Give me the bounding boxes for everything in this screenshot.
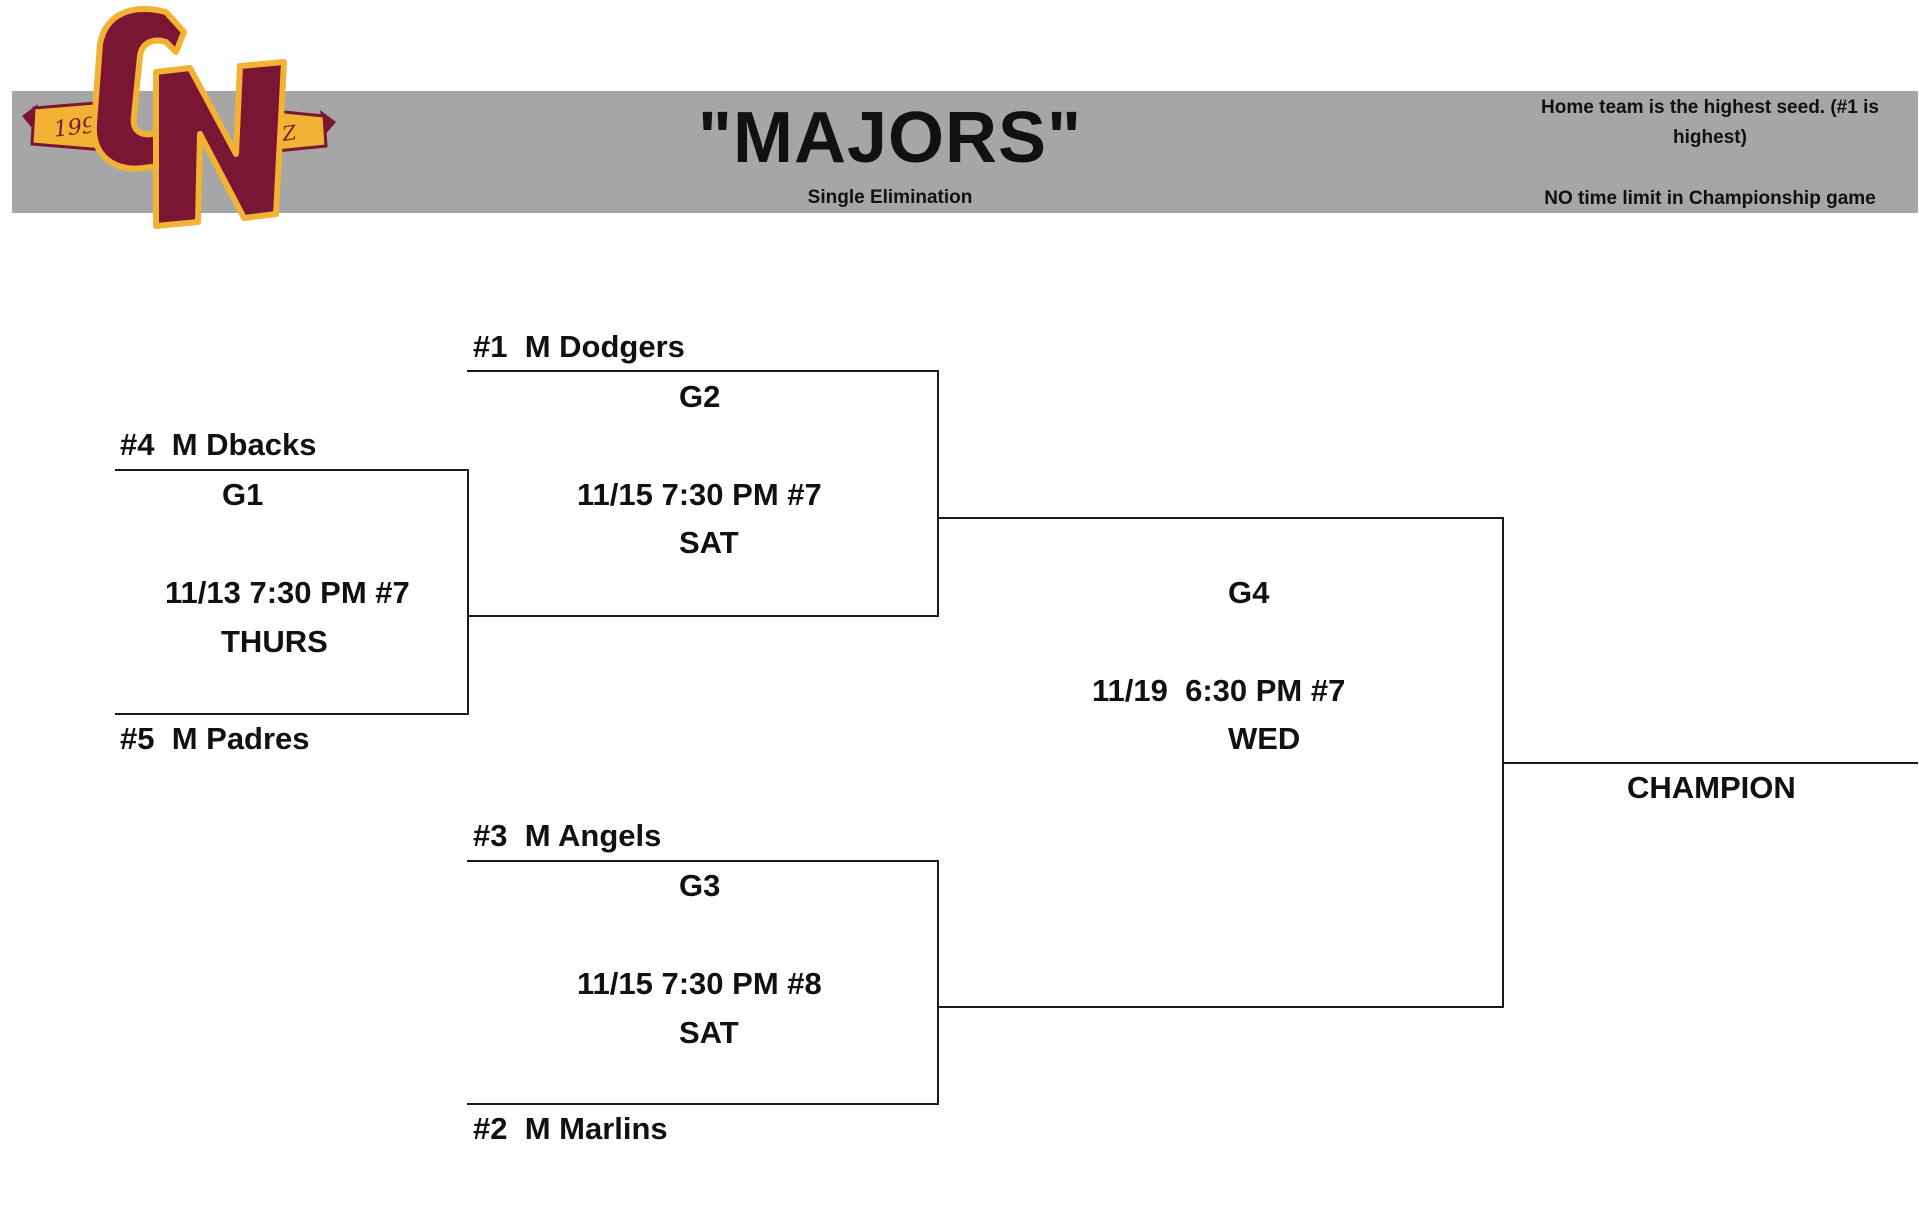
g3-vertical-line <box>937 860 939 1105</box>
g4-day: WED <box>1228 721 1301 756</box>
team-dbacks: #4 M Dbacks <box>120 427 317 462</box>
g2-label: G2 <box>679 379 721 414</box>
g3-bottom-line <box>467 1103 939 1105</box>
team-marlins: #2 M Marlins <box>473 1111 668 1146</box>
header-band <box>12 91 1918 213</box>
g2-bottom-line <box>467 615 939 617</box>
g1-top-line <box>115 469 469 471</box>
g2-top-line <box>467 370 939 372</box>
g1-label: G1 <box>222 477 264 512</box>
cn-logo: 1993 AZ <box>22 6 336 229</box>
g4-datetime: 11/19 6:30 PM #7 <box>1092 673 1346 708</box>
g3-datetime: 11/15 7:30 PM #8 <box>577 966 822 1001</box>
g4-label: G4 <box>1228 575 1270 610</box>
g3-day: SAT <box>679 1015 739 1050</box>
team-angels: #3 M Angels <box>473 818 662 853</box>
champion-line <box>1502 762 1918 764</box>
time-limit-note: NO time limit in Championship game <box>1544 188 1876 209</box>
g1-datetime: 11/13 7:30 PM #7 <box>165 575 410 610</box>
logo-letter-c <box>90 6 187 172</box>
team-dodgers: #1 M Dodgers <box>473 329 685 364</box>
g2-day: SAT <box>679 525 739 560</box>
g2-datetime: 11/15 7:30 PM #7 <box>577 477 822 512</box>
g1-day: THURS <box>221 624 328 659</box>
g3-top-line <box>467 860 939 862</box>
g1-bottom-line <box>115 713 469 715</box>
champion-label: CHAMPION <box>1627 770 1796 805</box>
g4-top-line <box>937 517 1504 519</box>
home-team-note: Home team is the highest seed. (#1 is hi… <box>1541 97 1879 148</box>
page-subtitle: Single Elimination <box>807 187 973 208</box>
g4-bottom-line <box>937 1006 1504 1008</box>
g3-label: G3 <box>679 868 721 903</box>
team-padres: #5 M Padres <box>120 721 310 756</box>
logo-letter-n <box>153 59 287 229</box>
page-title: "MAJORS" <box>697 98 1083 178</box>
g2-vertical-line <box>937 370 939 617</box>
g1-vertical-line <box>467 469 469 715</box>
